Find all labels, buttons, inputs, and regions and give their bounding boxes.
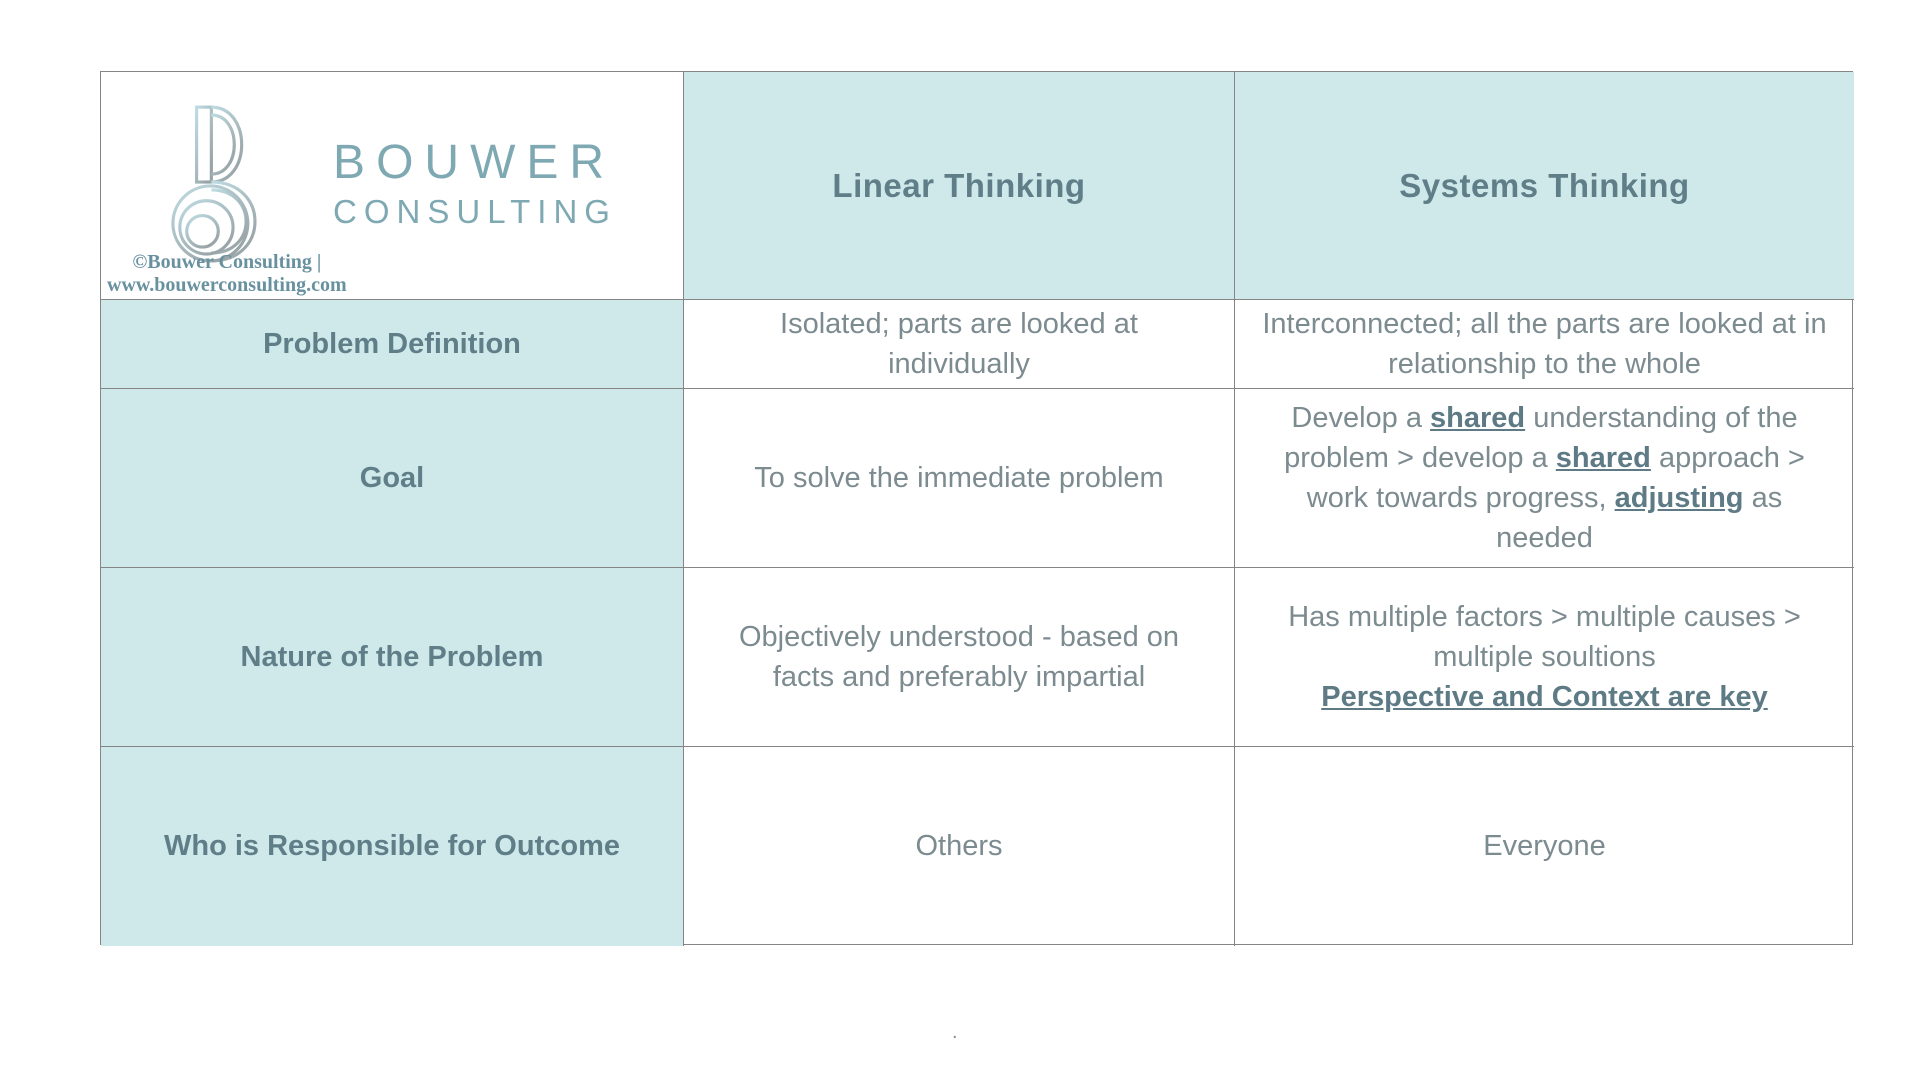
column-header-systems-thinking: Systems Thinking xyxy=(1235,72,1854,300)
row-label-responsible-outcome: Who is Responsible for Outcome xyxy=(101,747,684,946)
copyright-line2: www.bouwerconsulting.com xyxy=(107,274,347,296)
bouwer-logo: BOUWER CONSULTING xyxy=(167,100,617,268)
copyright-line1: ©Bouwer Consulting | xyxy=(132,251,322,273)
row-label-problem-definition: Problem Definition xyxy=(101,300,684,389)
stray-period: . xyxy=(952,1021,958,1043)
row-label-goal: Goal xyxy=(101,389,684,568)
brand-subtitle: CONSULTING xyxy=(333,193,617,230)
cell-nature-linear: Objectively understood - based on facts … xyxy=(684,568,1235,747)
cell-responsible-linear: Others xyxy=(684,747,1235,946)
cell-goal-systems: Develop a shared understanding of the pr… xyxy=(1235,389,1854,568)
cell-problem-definition-linear: Isolated; parts are looked at individual… xyxy=(684,300,1235,389)
cell-problem-definition-systems: Interconnected; all the parts are looked… xyxy=(1235,300,1854,389)
column-header-linear-thinking: Linear Thinking xyxy=(684,72,1235,300)
logo-cell: BOUWER CONSULTING ©Bouwer Consulting | w… xyxy=(101,72,684,300)
brand-wordmark: BOUWER CONSULTING xyxy=(333,136,617,230)
comparison-table: BOUWER CONSULTING ©Bouwer Consulting | w… xyxy=(100,71,1854,946)
bouwer-b-icon xyxy=(171,105,257,262)
row-label-nature-of-problem: Nature of the Problem xyxy=(101,568,684,747)
cell-nature-systems: Has multiple factors > multiple causes >… xyxy=(1235,568,1854,747)
cell-responsible-systems: Everyone xyxy=(1483,830,1606,863)
cell-goal-linear: To solve the immediate problem xyxy=(684,389,1235,568)
copyright-note: ©Bouwer Consulting | www.bouwerconsultin… xyxy=(107,251,347,297)
brand-name: BOUWER xyxy=(333,136,616,189)
